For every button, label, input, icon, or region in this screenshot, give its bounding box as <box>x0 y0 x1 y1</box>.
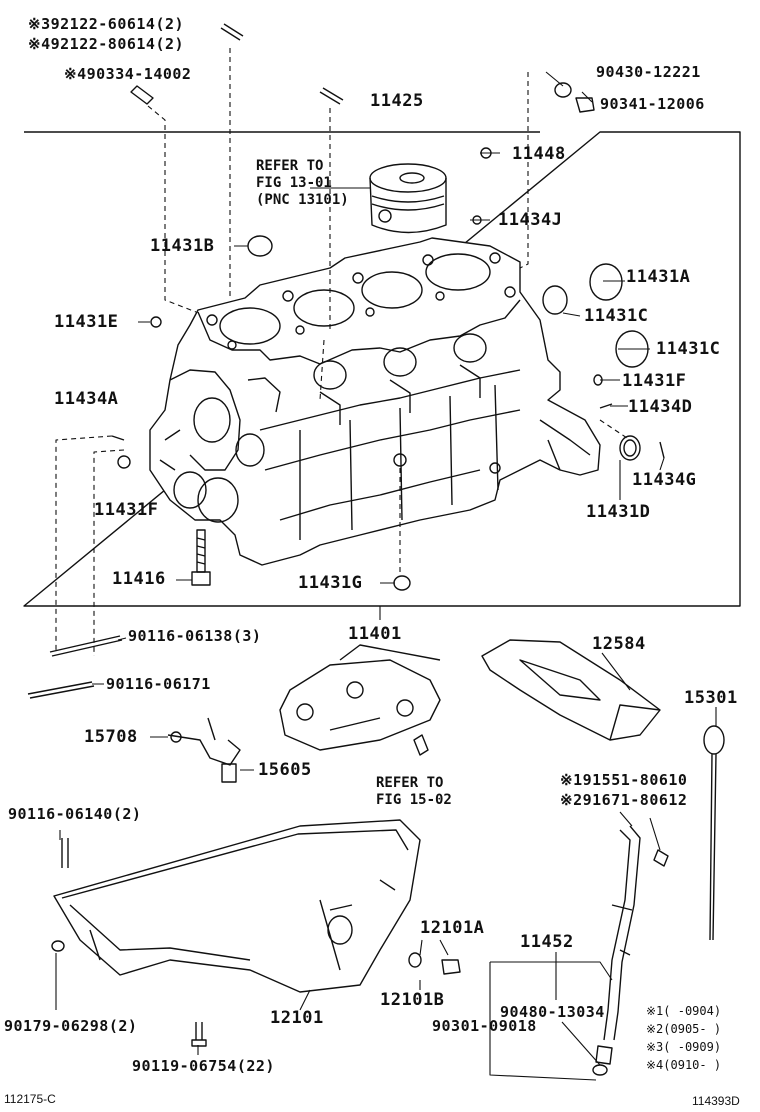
label-90116-06138: 90116-06138(3) <box>128 627 262 645</box>
label-90341-12006: 90341-12006 <box>600 95 705 113</box>
label-92122-80614: ※492122-80614(2) <box>28 35 185 53</box>
label-11401: 11401 <box>348 624 402 644</box>
label-12101B: 12101B <box>380 990 445 1010</box>
label-90119-06754: 90119-06754(22) <box>132 1057 275 1075</box>
long-studs <box>27 635 123 699</box>
dipstick <box>703 725 725 941</box>
label-11434D: 11434D <box>628 397 693 417</box>
refer-fig-15-02: REFER TO FIG 15-02 <box>376 775 452 808</box>
label-90301-09018: 90301-09018 <box>432 1017 537 1035</box>
label-11452: 11452 <box>520 932 574 952</box>
label-11431G: 11431G <box>298 573 363 593</box>
figure-id-left: 112175-C <box>4 1092 56 1106</box>
label-11431B: 11431B <box>150 236 215 256</box>
top-studs <box>130 23 595 113</box>
label-90179-06298: 90179-06298(2) <box>4 1017 138 1035</box>
leader-lines <box>55 71 717 1081</box>
piston <box>369 163 447 234</box>
label-92122-60614: ※392122-60614(2) <box>28 15 185 33</box>
label-12101: 12101 <box>270 1008 324 1028</box>
label-90116-06140: 90116-06140(2) <box>8 805 142 823</box>
label-90430-12221: 90430-12221 <box>596 63 701 81</box>
figure-id-right: 114393D <box>692 1094 740 1108</box>
label-11431D: 11431D <box>586 502 651 522</box>
refer-fig-13-01: REFER TO FIG 13-01 (PNC 13101) <box>256 158 349 208</box>
label-11448: 11448 <box>512 144 566 164</box>
note-2: ※2(0905- ) <box>646 1022 722 1036</box>
cylinder-block <box>149 237 601 566</box>
label-11434G: 11434G <box>632 470 697 490</box>
label-11431A: 11431A <box>626 267 691 287</box>
label-11431F-left: 11431F <box>94 500 159 520</box>
note-3: ※3( -0909) <box>646 1040 722 1054</box>
label-11416: 11416 <box>112 569 166 589</box>
label-11431C-upper: 11431C <box>584 306 649 326</box>
label-90480-13034: 90480-13034 <box>500 1003 605 1021</box>
label-11431F-right: 11431F <box>622 371 687 391</box>
note-4: ※4(0910- ) <box>646 1058 722 1072</box>
label-11434A: 11434A <box>54 389 119 409</box>
label-11434J: 11434J <box>498 210 563 230</box>
pan-hardware <box>51 838 461 1047</box>
bolt-11416 <box>191 529 211 586</box>
label-15605: 15605 <box>258 760 312 780</box>
label-15301: 15301 <box>684 688 738 708</box>
dipstick-guide <box>592 825 669 1076</box>
note-1: ※1( -0904) <box>646 1004 722 1018</box>
label-15708: 15708 <box>84 727 138 747</box>
label-90116-06171: 90116-06171 <box>106 675 211 693</box>
label-90334-14002: ※490334-14002 <box>64 65 192 83</box>
label-91551-80610: ※191551-80610 <box>560 771 688 789</box>
label-11431E: 11431E <box>54 312 119 332</box>
label-12584: 12584 <box>592 634 646 654</box>
oil-pan <box>53 819 421 993</box>
label-11425: 11425 <box>370 91 424 111</box>
label-11431C-lower: 11431C <box>656 339 721 359</box>
label-12101A: 12101A <box>420 918 485 938</box>
dashed-leaders <box>55 48 631 656</box>
oil-pump-group <box>167 644 441 783</box>
oil-baffle <box>481 639 661 741</box>
label-91671-80612: ※291671-80612 <box>560 791 688 809</box>
